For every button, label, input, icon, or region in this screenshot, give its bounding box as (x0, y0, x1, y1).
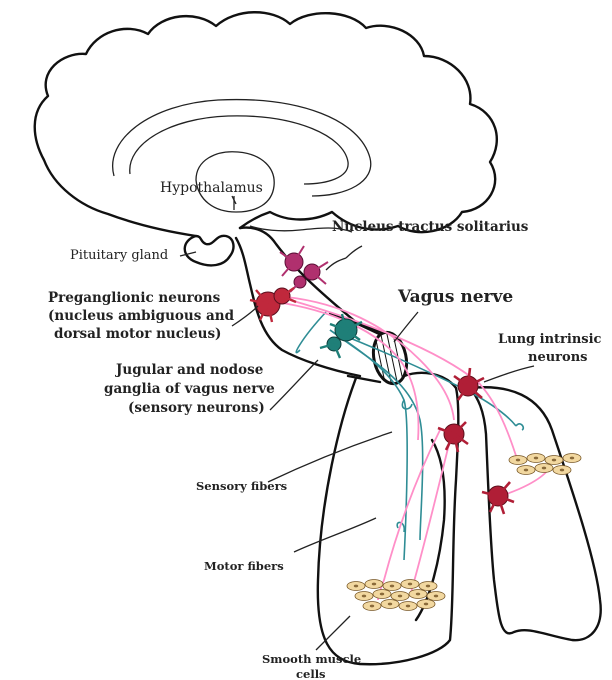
pituitary-gland-shape (185, 236, 234, 266)
label-preganglionic-line3: dorsal motor nucleus) (54, 326, 221, 342)
label-preganglionic-line1: Preganglionic neurons (48, 290, 221, 306)
label-hypothalamus: Hypothalamus (160, 180, 263, 196)
label-smooth-muscle-line2: cells (296, 667, 326, 680)
label-pituitary-gland: Pituitary gland (70, 248, 168, 263)
right-lung-outline (470, 387, 601, 640)
label-vagus-nerve: Vagus nerve (397, 287, 513, 307)
label-preganglionic-line2: (nucleus ambiguous and (48, 308, 235, 324)
label-sensory-fibers: Sensory fibers (196, 479, 287, 493)
label-lung-intrinsic-line2: neurons (528, 350, 587, 365)
label-smooth-muscle-line1: Smooth muscle (262, 652, 361, 666)
label-motor-fibers: Motor fibers (204, 559, 284, 573)
label-jugular-line1: Jugular and nodose (115, 362, 263, 378)
smooth-muscle-cells-cluster (347, 580, 445, 611)
label-jugular-line3: (sensory neurons) (128, 400, 265, 416)
label-lung-intrinsic-line1: Lung intrinsic (498, 332, 602, 347)
left-lung-outline (318, 373, 458, 664)
label-jugular-line2: ganglia of vagus nerve (104, 381, 275, 397)
label-nucleus-tractus-solitarius: Nucleus tractus solitarius (332, 219, 529, 235)
lung-muscle-cells-cluster (509, 454, 581, 475)
nts-neurons (280, 246, 328, 292)
